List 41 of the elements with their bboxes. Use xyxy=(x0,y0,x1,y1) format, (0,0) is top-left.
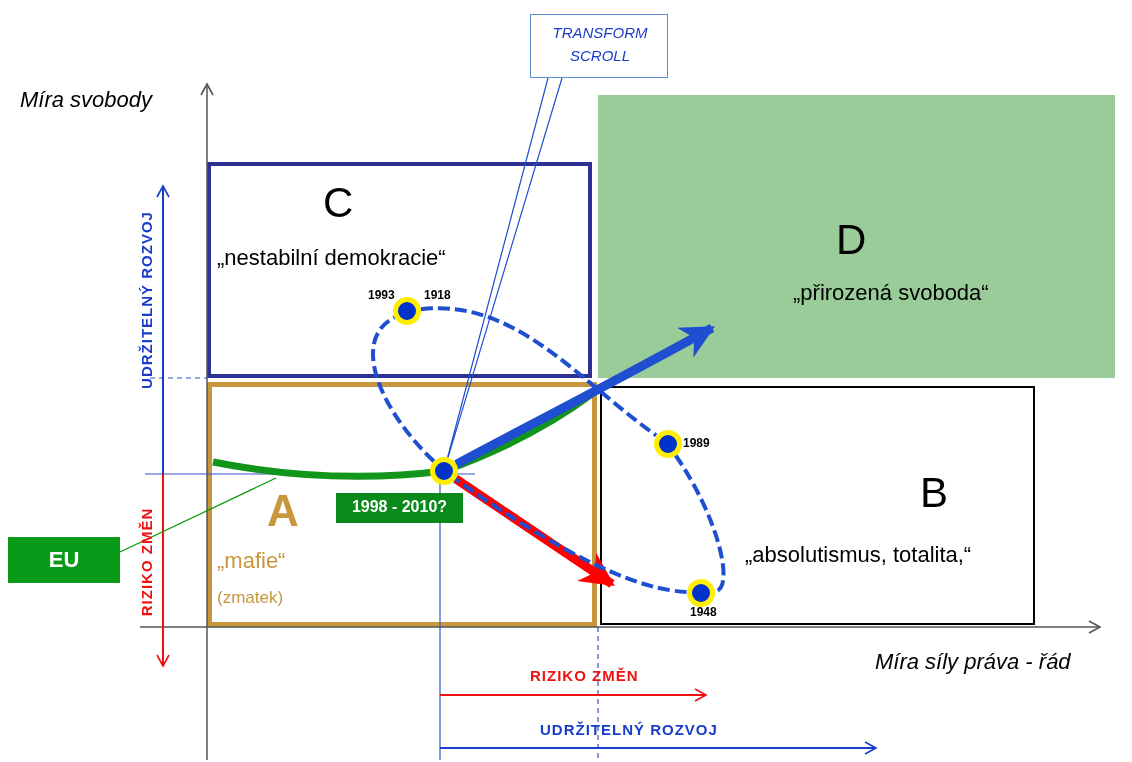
quadrant-box xyxy=(207,382,597,627)
dashed-curve xyxy=(420,306,658,437)
arrow xyxy=(453,475,615,588)
region-tag xyxy=(8,537,120,583)
axis-note: UDRŽITELNÝ ROZVOJ xyxy=(138,211,156,389)
axis-label: Míra síly práva - řád xyxy=(875,650,1071,675)
quadrant-label: „přirozená svoboda“ xyxy=(793,281,989,306)
quadrant-box xyxy=(600,386,1035,625)
quadrant-label: „mafie“ xyxy=(217,549,286,574)
quadrant-box xyxy=(598,95,1115,378)
axis-note: UDRŽITELNÝ ROZVOJ xyxy=(540,722,718,739)
quadrant-letter: D xyxy=(836,217,867,264)
axis-label: Míra svobody xyxy=(20,88,153,113)
quadrant-letter: C xyxy=(323,180,354,227)
callout-text: TRANSFORM SCROLL xyxy=(551,23,649,67)
quadrant-letter: A xyxy=(267,487,299,536)
year-label: 1918 xyxy=(424,289,451,303)
quadrant-note: (zmatek) xyxy=(217,589,284,608)
quadrant-letter: B xyxy=(920,470,948,517)
dashed-curve xyxy=(370,315,436,463)
year-label: 1993 xyxy=(368,289,395,303)
year-label: 1948 xyxy=(690,606,717,620)
date-text: 1998 - 2010? xyxy=(350,498,449,516)
marker-dot xyxy=(653,429,682,458)
quadrant-label: „nestabilní demokracie“ xyxy=(217,246,446,271)
callout-box xyxy=(530,14,668,78)
dashed-curve xyxy=(454,477,687,594)
leader-line xyxy=(447,77,563,459)
axis-note: RIZIKO ZMĚN xyxy=(530,668,639,685)
region-text: EU xyxy=(47,548,81,573)
quadrant-label: „absolutismus, totalita,“ xyxy=(745,543,972,568)
marker-dot xyxy=(686,578,715,607)
dashed-curve xyxy=(673,453,726,594)
arrow xyxy=(454,324,715,469)
marker-dot xyxy=(430,457,458,485)
quadrant-box xyxy=(207,162,592,378)
year-label: 1989 xyxy=(683,437,710,451)
axis-note: RIZIKO ZMĚN xyxy=(138,507,156,617)
marker-dot xyxy=(393,297,421,325)
leader-line xyxy=(119,477,277,553)
date-tag xyxy=(336,493,463,523)
